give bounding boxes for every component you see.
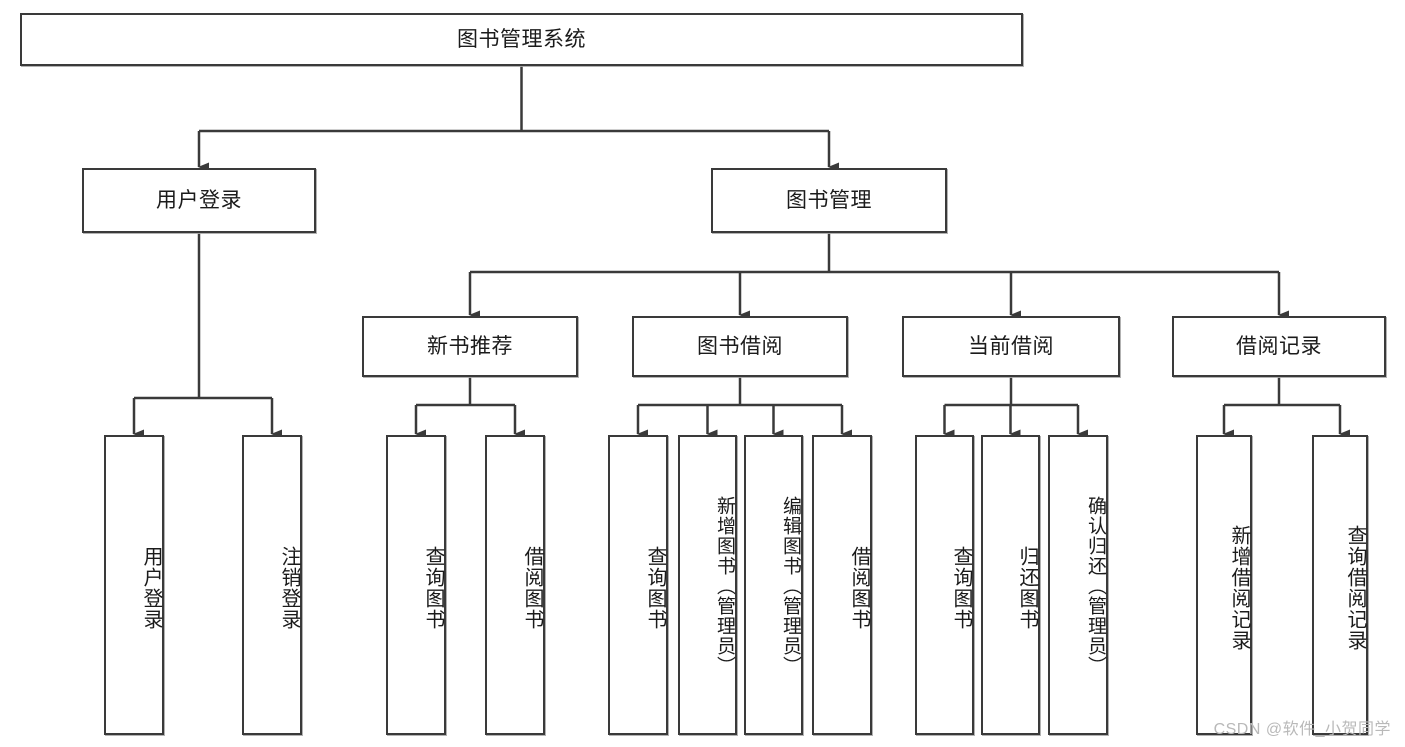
node-label: 图书管理系统 [457,27,586,51]
node-leaf-add-book[interactable]: 新增图书（管理员） [678,435,737,735]
node-leaf-return-book[interactable]: 归还图书 [981,435,1040,735]
watermark-text: CSDN @软件_小贺同学 [1213,721,1391,738]
node-current-borrow[interactable]: 当前借阅 [902,316,1120,377]
node-label: 确认归还（管理员） [1085,496,1106,676]
node-book-borrow[interactable]: 图书借阅 [632,316,848,377]
node-label: 归还图书 [1016,546,1038,630]
node-book-manage[interactable]: 图书管理 [711,168,947,233]
node-label: 用户登录 [140,546,162,630]
node-label: 新增图书（管理员） [714,496,735,676]
node-leaf-confirm-return[interactable]: 确认归还（管理员） [1048,435,1108,735]
node-label: 图书管理 [786,188,872,212]
node-leaf-user-login[interactable]: 用户登录 [104,435,164,735]
node-label: 借阅图书 [848,546,870,630]
node-leaf-logout[interactable]: 注销登录 [242,435,302,735]
node-leaf-edit-book[interactable]: 编辑图书（管理员） [744,435,803,735]
node-label: 新书推荐 [427,334,513,358]
node-label: 图书借阅 [697,334,783,358]
node-leaf-query-book-rec[interactable]: 查询图书 [386,435,446,735]
node-label: 借阅记录 [1236,334,1322,358]
edges [132,66,1350,439]
node-label: 编辑图书（管理员） [780,496,801,676]
node-label: 查询图书 [950,546,972,630]
node-label: 注销登录 [278,546,300,630]
node-label: 借阅图书 [521,546,543,630]
node-label: 查询借阅记录 [1344,525,1366,651]
node-label: 查询图书 [644,546,666,630]
node-leaf-borrow-book[interactable]: 借阅图书 [812,435,872,735]
node-leaf-borrow-book-rec[interactable]: 借阅图书 [485,435,545,735]
node-leaf-add-record[interactable]: 新增借阅记录 [1196,435,1252,735]
node-label: 查询图书 [422,546,444,630]
node-label: 当前借阅 [968,334,1054,358]
node-leaf-query-book-borrow[interactable]: 查询图书 [608,435,668,735]
node-borrow-record[interactable]: 借阅记录 [1172,316,1386,377]
node-leaf-query-book-current[interactable]: 查询图书 [915,435,974,735]
node-new-book-rec[interactable]: 新书推荐 [362,316,578,377]
node-leaf-query-record[interactable]: 查询借阅记录 [1312,435,1368,735]
node-label: 新增借阅记录 [1228,525,1250,651]
node-label: 用户登录 [156,188,242,212]
node-user-login[interactable]: 用户登录 [82,168,316,233]
node-root[interactable]: 图书管理系统 [20,13,1023,66]
